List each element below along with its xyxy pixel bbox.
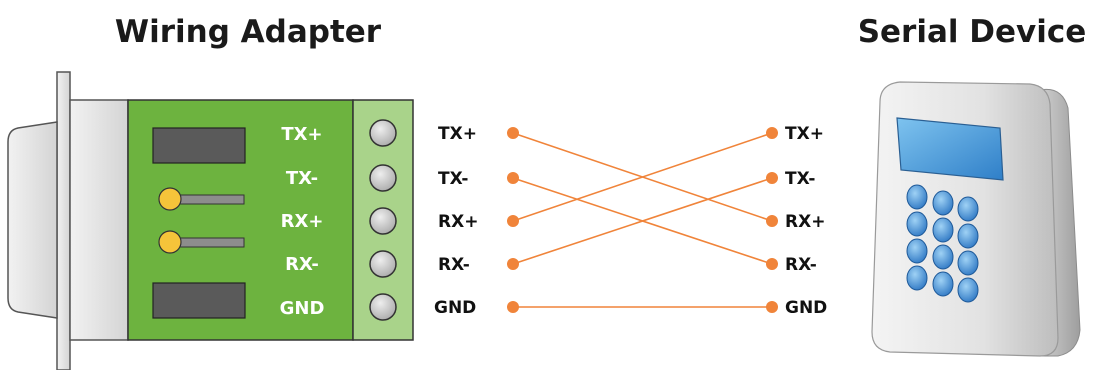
keypad-button	[932, 217, 954, 243]
endpoint-dot	[766, 301, 778, 313]
keypad-button	[906, 184, 928, 210]
adapter-pin-label: TX-	[286, 168, 318, 189]
terminal-screw-5	[369, 293, 397, 321]
dsub-plug	[7, 121, 58, 319]
connector-shell	[69, 99, 129, 341]
chip-bottom	[152, 282, 246, 319]
adapter-title: Wiring Adapter	[115, 14, 382, 50]
device-screen	[896, 117, 1004, 181]
chip-top	[152, 127, 246, 164]
keypad-button	[906, 211, 928, 237]
adapter-pin-label: RX-	[285, 254, 319, 275]
wire-rxp-to-txp	[512, 132, 773, 222]
right-endpoints: TX+ TX- RX+ RX- GND	[766, 124, 827, 318]
wires	[512, 132, 773, 308]
wire-rxn-to-txn	[512, 177, 773, 265]
left-pin-label: RX-	[438, 255, 470, 275]
keypad-button	[932, 244, 954, 270]
left-endpoints: TX+ TX- RX+ RX- GND	[434, 124, 519, 318]
left-pin-label: TX+	[438, 124, 477, 144]
terminal-screw-4	[369, 250, 397, 278]
left-pin-label: GND	[434, 298, 476, 318]
endpoint-dot	[766, 215, 778, 227]
endpoint-dot	[507, 301, 519, 313]
right-pin-label: RX+	[785, 212, 825, 232]
keypad-button	[957, 223, 979, 249]
left-pin-label: TX-	[438, 169, 468, 189]
device-title: Serial Device	[858, 14, 1087, 50]
keypad-button	[932, 271, 954, 297]
keypad-button	[906, 238, 928, 264]
right-pin-label: TX-	[785, 169, 815, 189]
connector-flange	[56, 71, 71, 370]
device-keypad	[906, 184, 979, 303]
endpoint-dot	[507, 215, 519, 227]
component-bar-2	[171, 237, 245, 248]
adapter-pin-label: RX+	[281, 211, 324, 232]
endpoint-dot	[507, 172, 519, 184]
endpoint-dot	[766, 172, 778, 184]
endpoint-dot	[766, 258, 778, 270]
endpoint-dot	[507, 127, 519, 139]
keypad-button	[957, 277, 979, 303]
adapter-pin-label: TX+	[281, 124, 322, 145]
endpoint-dot	[766, 127, 778, 139]
terminal-screw-3	[369, 207, 397, 235]
left-pin-label: RX+	[438, 212, 478, 232]
terminal-screw-1	[369, 119, 397, 147]
terminal-screw-2	[369, 164, 397, 192]
component-led-2	[158, 230, 182, 254]
keypad-button	[957, 250, 979, 276]
db9-wiring-adapter-icon: TX+ TX- RX+ RX- GND	[7, 71, 414, 370]
adapter-pin-label: GND	[280, 298, 325, 319]
endpoint-dot	[507, 258, 519, 270]
keypad-button	[932, 190, 954, 216]
keypad-button	[906, 265, 928, 291]
component-bar-1	[171, 194, 245, 205]
component-led-1	[158, 187, 182, 211]
right-pin-label: TX+	[785, 124, 824, 144]
right-pin-label: RX-	[785, 255, 817, 275]
serial-keypad-device-icon	[871, 81, 1081, 357]
keypad-button	[957, 196, 979, 222]
right-pin-label: GND	[785, 298, 827, 318]
